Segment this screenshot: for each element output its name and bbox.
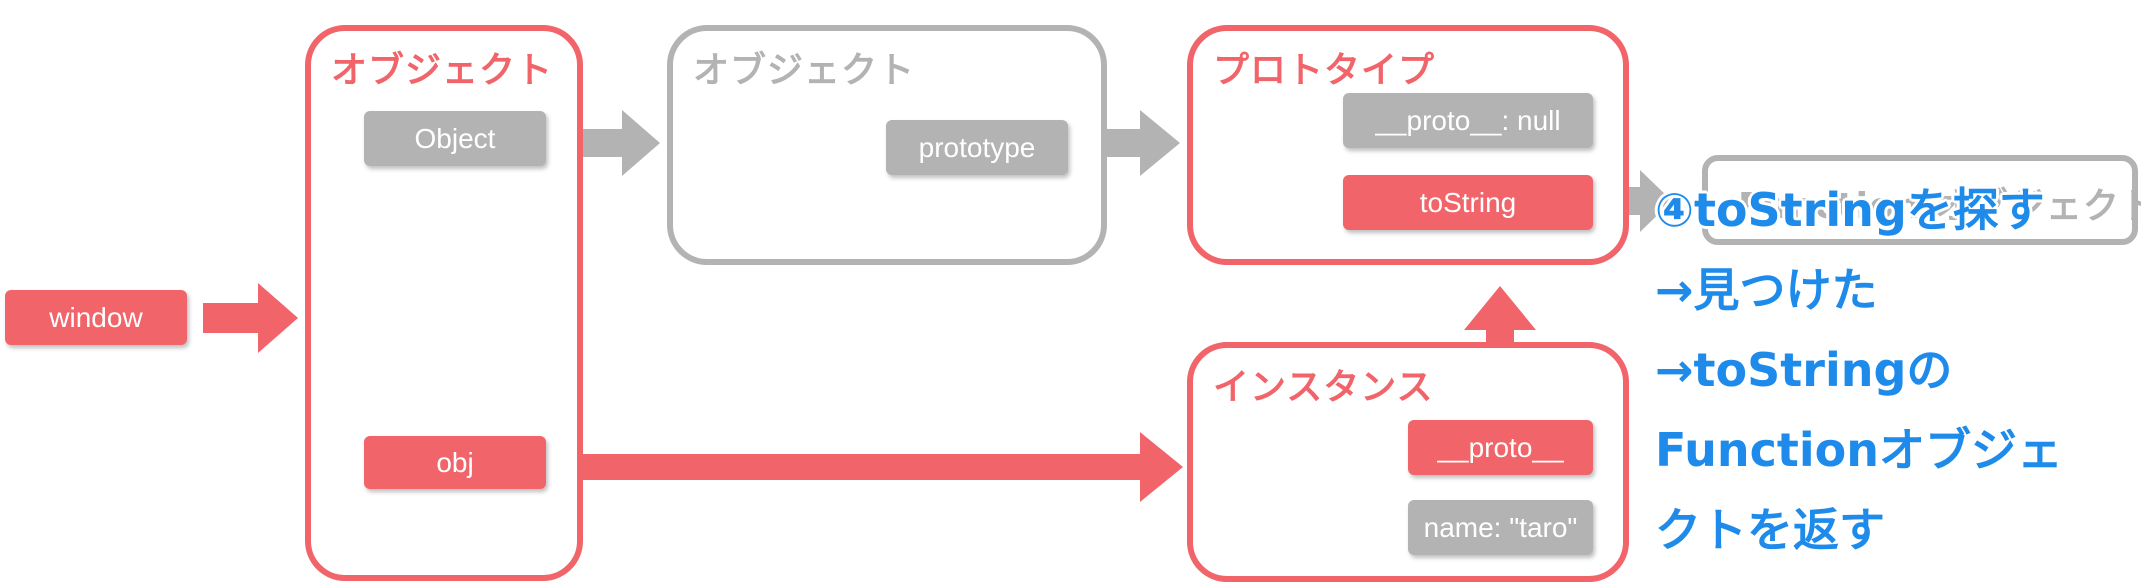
- obj-node: obj: [364, 436, 546, 489]
- proto-null-node: __proto__: null: [1343, 93, 1593, 148]
- object-box: オブジェクト: [305, 25, 583, 581]
- arrow-tostring-to-function: [1604, 170, 1672, 232]
- annotation-line-5: クトを返す: [1655, 503, 1885, 557]
- arrow-prototype-to-prototype-box: [1080, 110, 1180, 176]
- function-object-box-title: Function オブジェクト: [1738, 186, 2141, 227]
- instance-box-title: インスタンス: [1213, 367, 1434, 408]
- tostring-node: toString: [1343, 175, 1593, 230]
- object-prototype-box-title: オブジェクト: [693, 50, 916, 91]
- function-object-box: Function オブジェクト: [1702, 155, 2141, 245]
- arrow-obj-to-instance: [558, 432, 1183, 502]
- annotation-line-1: ④toStringを探す: [1655, 183, 2045, 237]
- instance-proto-node: __proto__: [1408, 420, 1593, 475]
- prototype-property-node: prototype: [886, 120, 1068, 175]
- annotation-text: ④toStringを探す →見つけた →toStringの Functionオブ…: [1655, 170, 2063, 570]
- prototype-box-title: プロトタイプ: [1213, 50, 1436, 91]
- arrow-object-to-prototype-object: [563, 110, 660, 176]
- arrow-window-to-object: [203, 283, 298, 353]
- annotation-line-2: →見つけた: [1655, 263, 1878, 317]
- object-box-title: オブジェクト: [331, 50, 554, 91]
- annotation-line-3: →toStringの: [1655, 343, 1953, 397]
- window-node: window: [5, 290, 187, 345]
- instance-name-node: name: "taro": [1408, 500, 1593, 555]
- object-constructor-node: Object: [364, 111, 546, 166]
- annotation-line-4: Functionオブジェ: [1655, 423, 2064, 477]
